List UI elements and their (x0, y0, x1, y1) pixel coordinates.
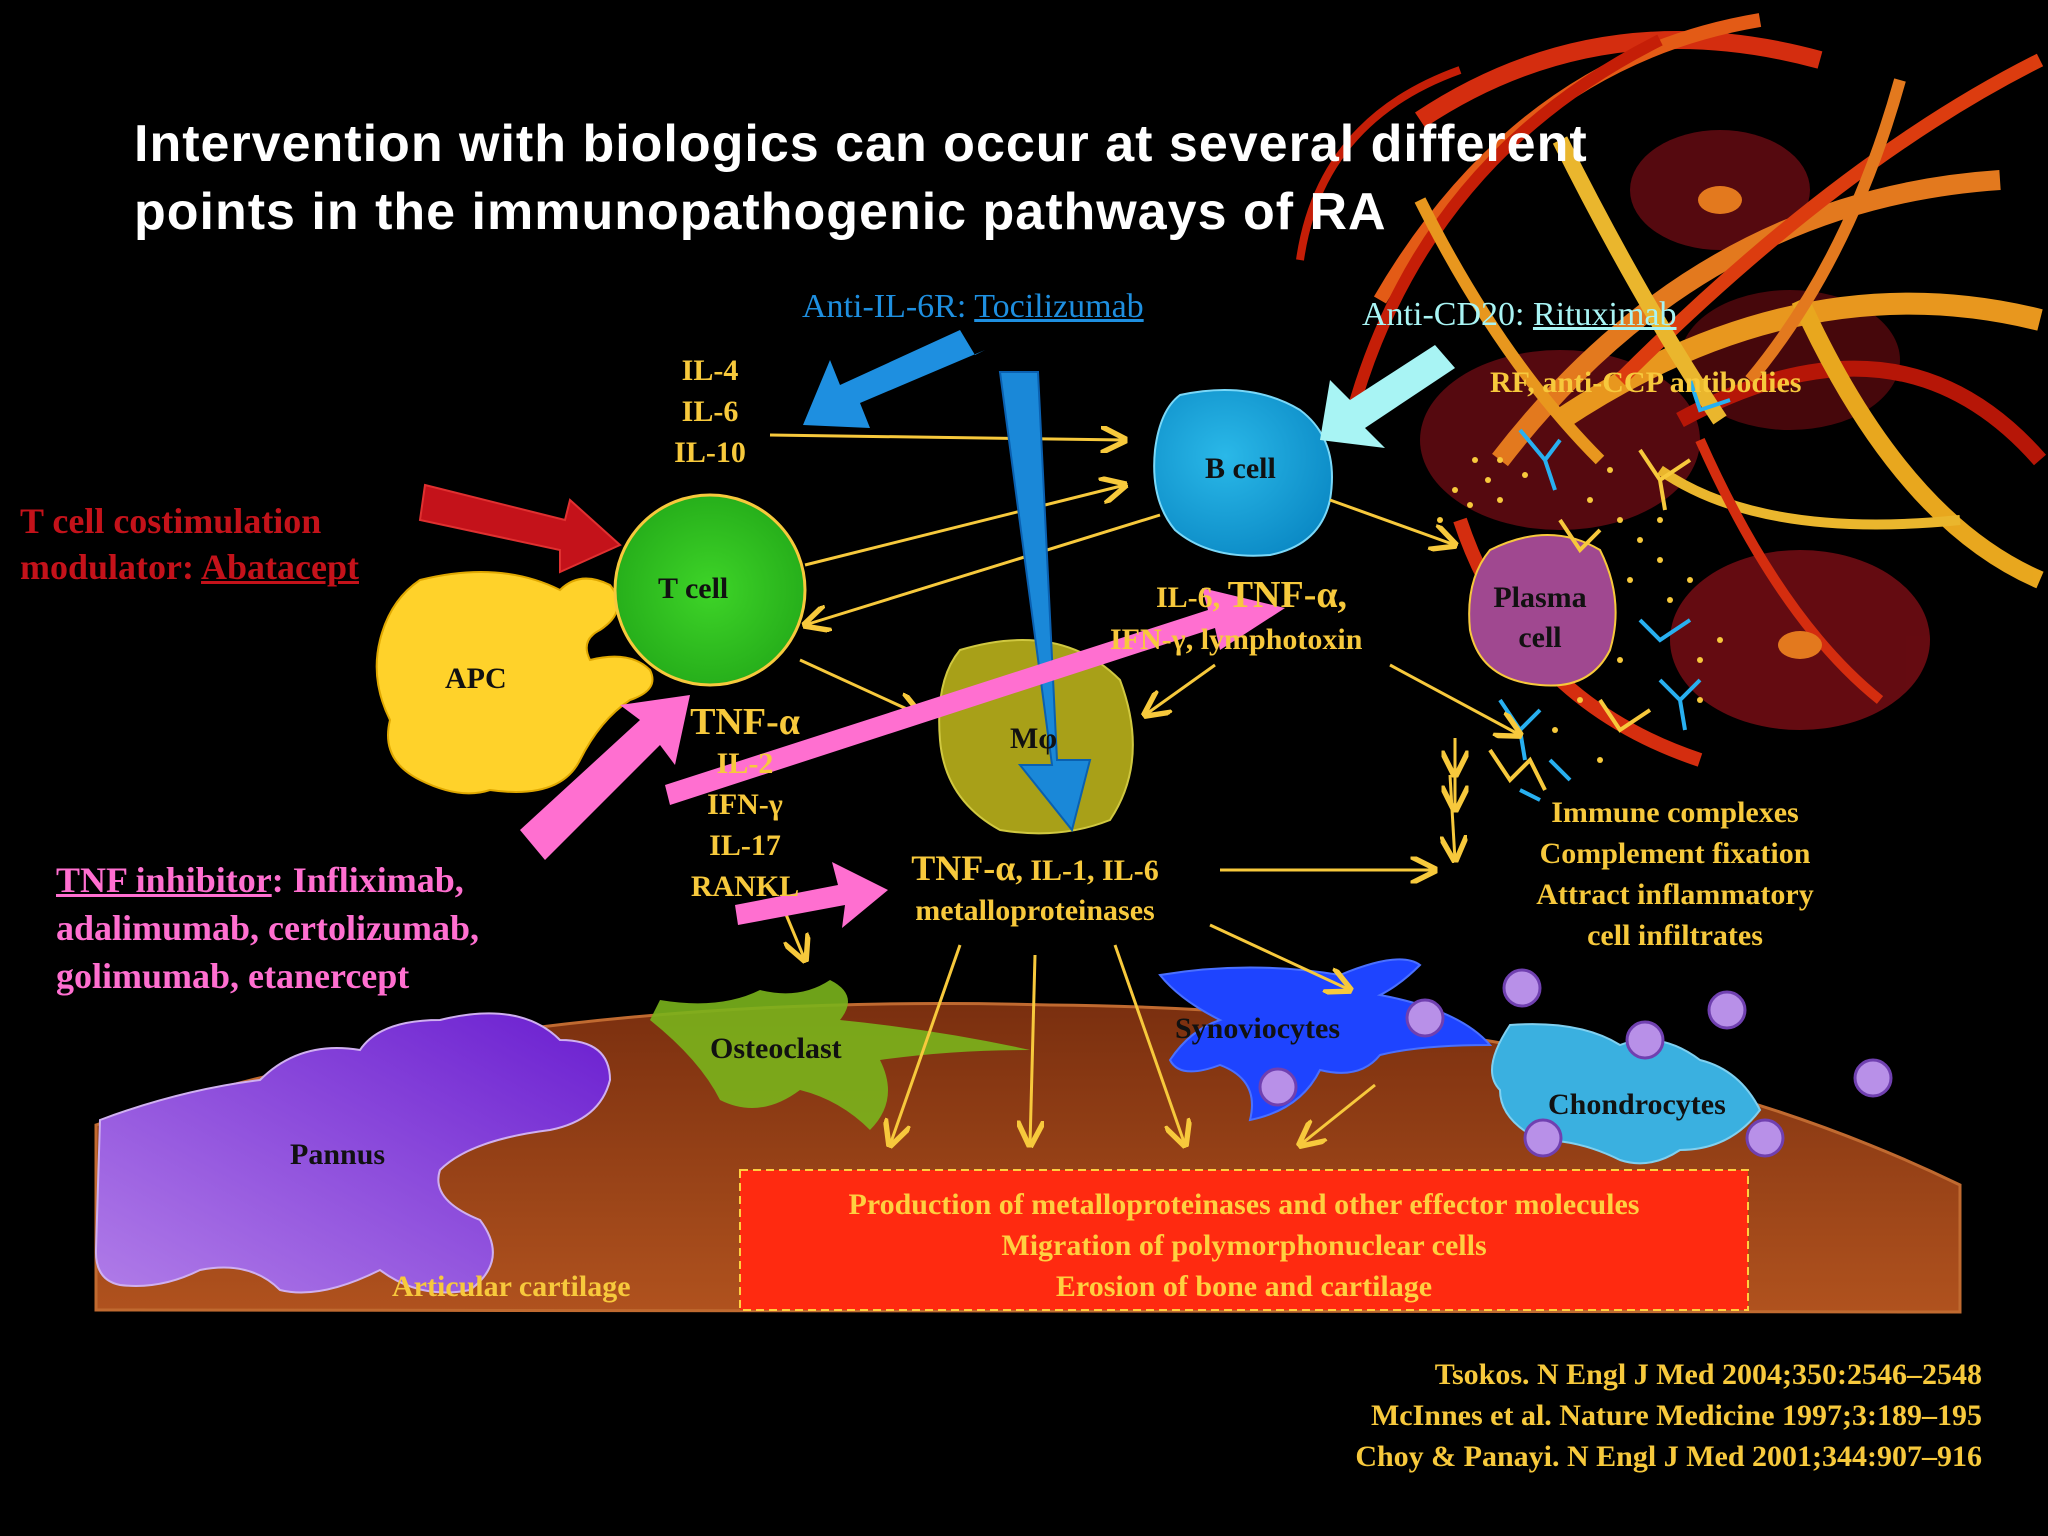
references: Tsokos. N Engl J Med 2004;350:2546–2548 … (1355, 1354, 1982, 1477)
tnf-arrow-to-tcell (520, 695, 690, 860)
antibodies-label: RF, anti-CCP antibodies (1490, 366, 1802, 399)
abatacept-arrow (418, 483, 622, 574)
cytokine-il17: IL-17 (709, 829, 781, 862)
cytokine-rankl: RANKL (690, 870, 800, 903)
antibody-glyphs (1488, 379, 1731, 802)
page-title: Intervention with biologics can occur at… (134, 110, 2014, 246)
effector-box (739, 1169, 1749, 1311)
cytokines-tcell: TNF-α IL-2 IFN-γ IL-17 RANKL (660, 702, 830, 907)
title-line-2: points in the immunopathogenic pathways … (134, 183, 1387, 241)
immune-effect-1: Immune complexes (1551, 796, 1799, 829)
cytokine-il2: IL-2 (716, 747, 774, 780)
tnf-inhibitor-head: TNF inhibitor (56, 860, 272, 900)
synoviocytes-label: Synoviocytes (1175, 1012, 1340, 1045)
chondrocytes-label: Chondrocytes (1548, 1088, 1726, 1121)
macrophage-cytokines: TNF-α, IL-1, IL-6 metalloproteinases (870, 848, 1200, 931)
rituximab-arrow (1320, 345, 1455, 448)
b-cell-shape (1153, 389, 1333, 557)
tocilizumab-prefix: Anti-IL-6R: (802, 288, 975, 325)
plasma-cell-label: Plasma cell (1475, 578, 1605, 658)
cytokines-top: IL-4 IL-6 IL-10 (640, 350, 780, 473)
tnf-inhibitor-line-1: : Infliximab, (271, 860, 464, 900)
bcell-cyto-a: IL-6, (1156, 581, 1228, 614)
rituximab-drug: Rituximab (1532, 296, 1677, 333)
cytokine-tnf: TNF-α (690, 701, 800, 743)
pannus-shape (94, 1012, 612, 1294)
tocilizumab-arrow-left (803, 330, 985, 428)
effector-line-3: Erosion of bone and cartilage (1055, 1270, 1433, 1303)
effector-line-1: Production of metalloproteinases and oth… (848, 1188, 1640, 1221)
immune-effects: Immune complexes Complement fixation Att… (1470, 792, 1880, 956)
cartilage-label: Articular cartilage (392, 1270, 631, 1303)
osteoclast-label: Osteoclast (710, 1032, 842, 1065)
macro-cyto-a: TNF-α (911, 848, 1016, 888)
t-cell-label: T cell (658, 572, 729, 605)
abatacept-line-1: T cell costimulation (20, 501, 322, 541)
abatacept-label: T cell costimulation modulator: Abatacep… (20, 498, 359, 590)
bcell-cyto-b: TNF-α, (1227, 574, 1348, 616)
apc-shape (375, 571, 654, 795)
cytokine-il4: IL-4 (681, 354, 739, 387)
particle-dots (1437, 457, 1723, 763)
tnf-inhibitor-label: TNF inhibitor: Infliximab, adalimumab, c… (56, 856, 479, 1000)
chondrocyte-spheres (1258, 968, 1893, 1158)
tnf-inhibitor-line-3: golimumab, etanercept (56, 956, 410, 996)
macrophage-label: Mφ (1010, 722, 1058, 755)
effector-box-text: Production of metalloproteinases and oth… (742, 1184, 1746, 1307)
t-cell-shape (613, 493, 807, 687)
macro-cyto-b: , IL-1, IL-6 (1015, 854, 1159, 887)
reference-2: McInnes et al. Nature Medicine 1997;3:18… (1370, 1399, 1982, 1432)
tocilizumab-arrow-down (998, 371, 1092, 833)
effector-line-2: Migration of polymorphonuclear cells (1001, 1229, 1487, 1262)
bcell-cytokines: IL-6, TNF-α, IFN-γ, lymphotoxin (1110, 574, 1362, 661)
pannus-label: Pannus (290, 1138, 386, 1171)
rituximab-prefix: Anti-CD20: (1362, 296, 1533, 333)
tnf-arrow-long (665, 588, 1285, 805)
cytokine-il10: IL-10 (674, 436, 746, 469)
tocilizumab-drug: Tocilizumab (974, 288, 1144, 325)
rituximab-label: Anti-CD20: Rituximab (1362, 296, 1677, 334)
cytokine-il6: IL-6 (681, 395, 739, 428)
plasma-label-2: cell (1518, 621, 1562, 654)
plasma-label-1: Plasma (1493, 581, 1587, 614)
osteoclast-shape (650, 980, 1030, 1130)
tnf-arrow-short (735, 862, 888, 928)
abatacept-drug: Abatacept (201, 547, 359, 587)
apc-label: APC (445, 662, 507, 695)
tnf-inhibitor-line-2: adalimumab, certolizumab, (56, 908, 479, 948)
synoviocytes-shape (1158, 958, 1493, 1122)
immune-effect-4: cell infiltrates (1587, 919, 1763, 952)
cytokine-ifn: IFN-γ (707, 788, 783, 821)
title-line-1: Intervention with biologics can occur at… (134, 115, 1588, 173)
immune-effect-2: Complement fixation (1539, 837, 1811, 870)
bcell-cyto-line2: IFN-γ, lymphotoxin (1110, 623, 1363, 656)
tocilizumab-label: Anti-IL-6R: Tocilizumab (802, 288, 1144, 326)
b-cell-label: B cell (1205, 452, 1276, 485)
abatacept-prefix: modulator: (20, 547, 202, 587)
macro-cyto-line2: metalloproteinases (915, 894, 1155, 927)
immune-effect-3: Attract inflammatory (1536, 878, 1814, 911)
decorative-burst (1296, 13, 2047, 767)
pathway-arrows (769, 435, 1520, 1145)
reference-1: Tsokos. N Engl J Med 2004;350:2546–2548 (1434, 1358, 1982, 1391)
reference-3: Choy & Panayi. N Engl J Med 2001;344:907… (1355, 1440, 1982, 1473)
